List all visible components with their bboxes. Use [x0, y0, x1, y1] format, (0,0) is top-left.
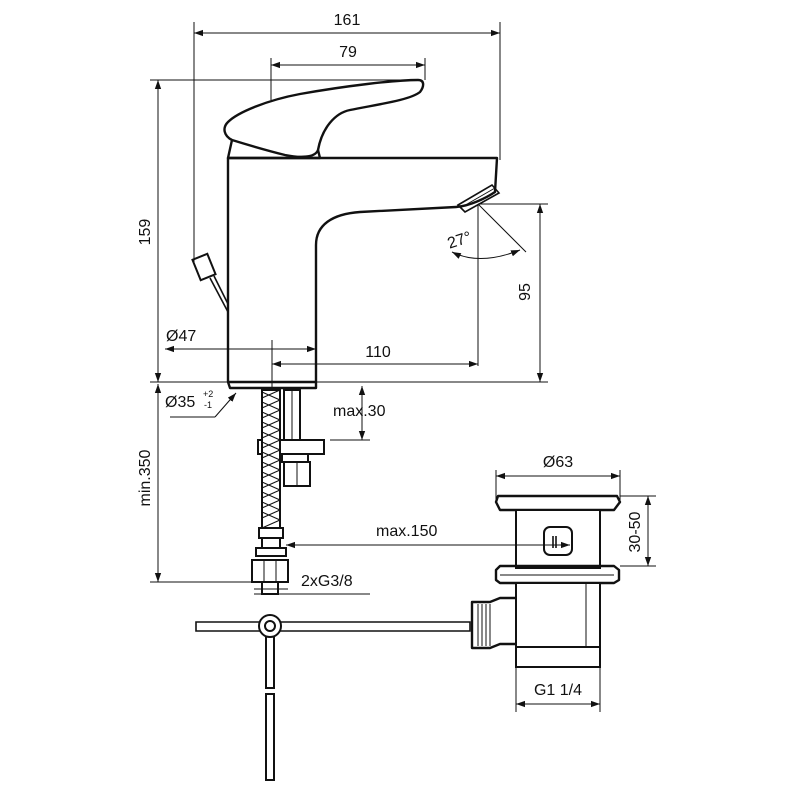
mixer-tap — [191, 78, 501, 390]
dimensions — [150, 22, 656, 712]
label-27: 27° — [445, 229, 473, 253]
label-max30: max.30 — [333, 403, 386, 420]
linkage-rod — [195, 621, 471, 632]
label-95: 95 — [517, 283, 534, 301]
tap-body — [226, 156, 499, 384]
underdeck-fittings — [195, 389, 471, 781]
popup-rod — [191, 252, 229, 313]
label-35-tol-plus: +2 — [203, 389, 213, 399]
label-g38: 2xG3/8 — [301, 573, 353, 590]
aerator — [456, 183, 501, 213]
label-g114: G1 1/4 — [534, 682, 582, 699]
label-159: 159 — [137, 219, 154, 246]
connection-nut — [251, 559, 289, 583]
label-63: Ø63 — [543, 454, 573, 471]
label-79: 79 — [339, 44, 357, 61]
lever-handle — [223, 78, 425, 159]
label-max150: max.150 — [376, 523, 437, 540]
waste-thread — [515, 646, 601, 668]
waste-valve — [470, 494, 622, 668]
label-47: Ø47 — [166, 328, 196, 345]
waste-cap — [494, 494, 622, 512]
label-110: 110 — [365, 344, 391, 361]
label-35-tol-minus: -1 — [204, 400, 212, 410]
label-35: Ø35 — [165, 394, 195, 411]
dim-angle — [451, 249, 521, 260]
braided-hose — [261, 389, 281, 529]
label-30-50: 30-50 — [627, 511, 644, 552]
labels: 161 79 159 95 27° Ø47 110 Ø35 +2 -1 max.… — [137, 12, 644, 699]
label-161: 161 — [334, 12, 361, 29]
label-min350: min.350 — [137, 449, 154, 506]
